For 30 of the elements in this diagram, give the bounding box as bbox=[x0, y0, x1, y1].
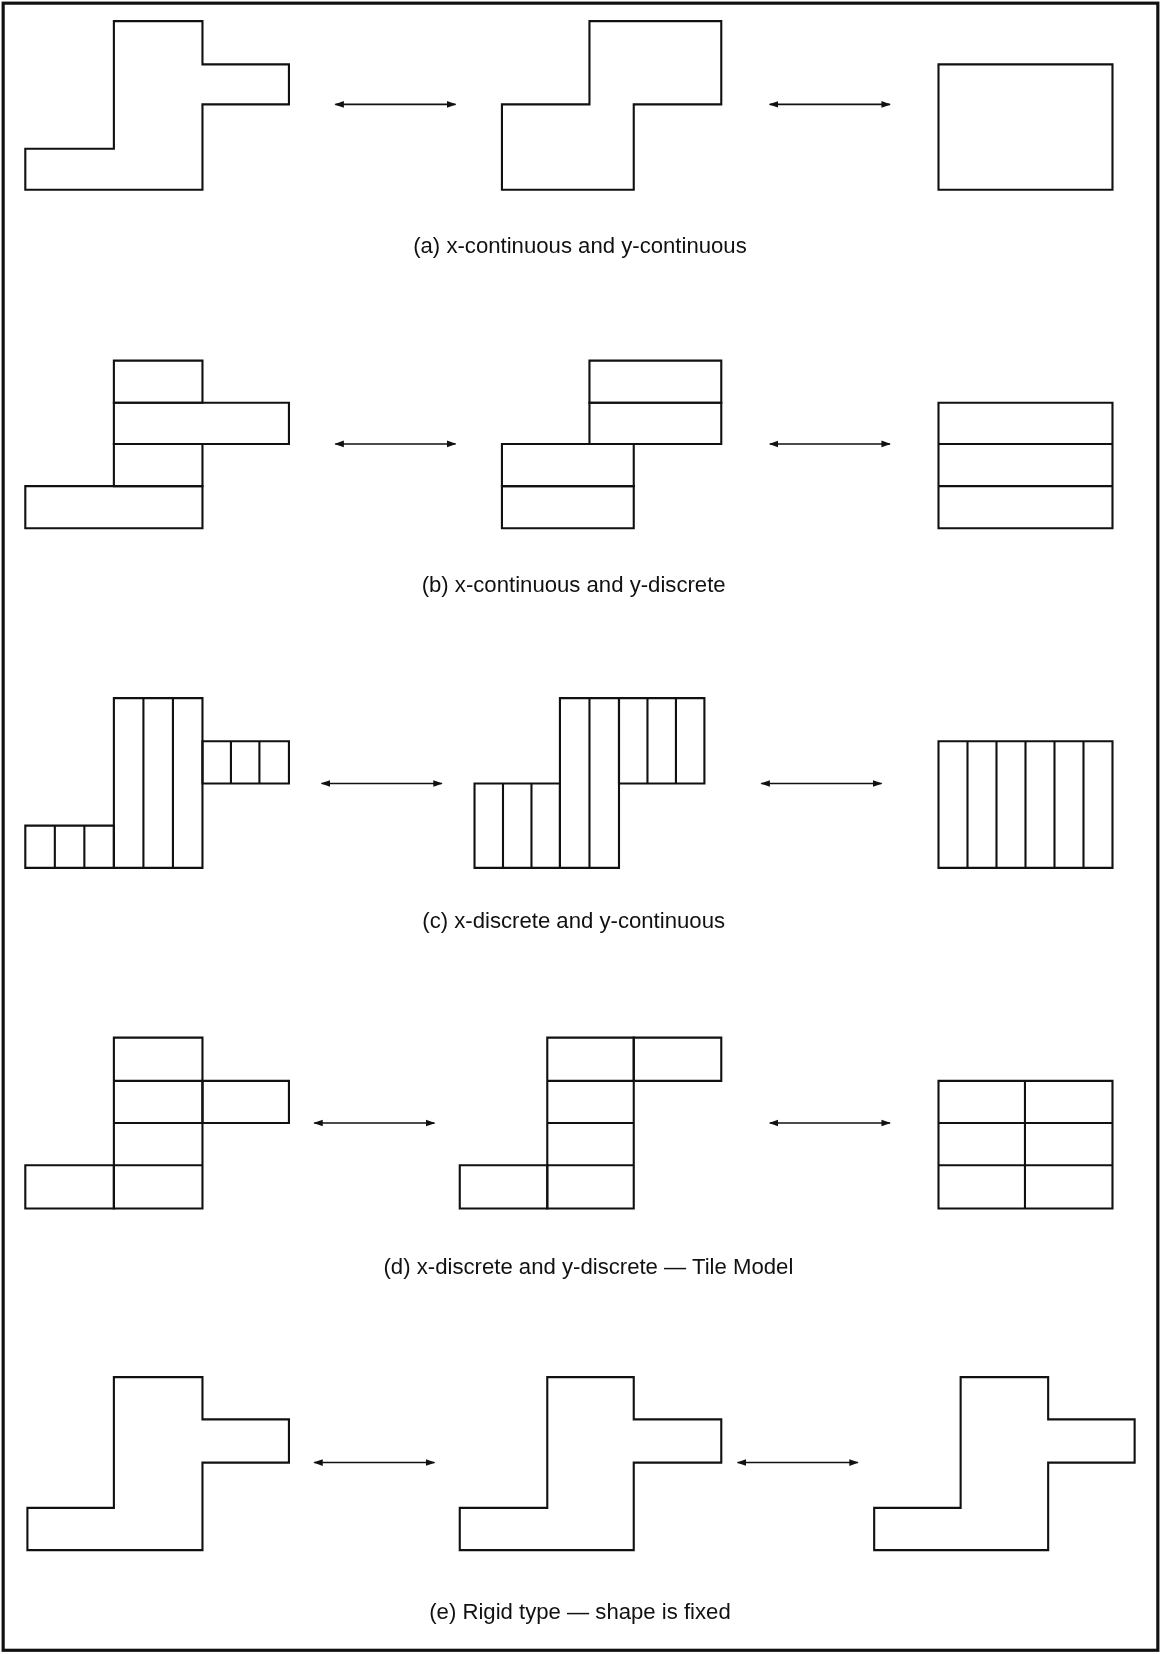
caption: (b) x-continuous and y-discrete bbox=[421, 571, 726, 597]
stepped-shape bbox=[458, 1376, 723, 1552]
double-arrow bbox=[313, 1119, 436, 1127]
rectangle-shape bbox=[937, 1079, 1114, 1210]
rectangle-shape bbox=[937, 63, 1114, 191]
stepped-shape bbox=[458, 1036, 723, 1210]
rectangle-shape bbox=[937, 740, 1114, 869]
stepped-shape bbox=[26, 1376, 290, 1552]
double-arrow bbox=[334, 101, 457, 108]
stepped-shape bbox=[873, 1376, 1136, 1552]
double-arrow bbox=[320, 780, 443, 787]
double-arrow bbox=[768, 1119, 891, 1127]
stepped-shape bbox=[500, 20, 723, 191]
stepped-shape bbox=[24, 1036, 290, 1210]
double-arrow bbox=[760, 780, 883, 787]
caption: (c) x-discrete and y-continuous bbox=[422, 907, 726, 934]
double-arrow bbox=[313, 1459, 436, 1466]
double-arrow bbox=[334, 440, 457, 448]
double-arrow bbox=[768, 101, 891, 108]
stepped-shape bbox=[500, 359, 723, 530]
stepped-shape bbox=[473, 697, 706, 869]
rectangle-shape bbox=[937, 401, 1114, 530]
caption: (e) Rigid type — shape is fixed bbox=[429, 1598, 731, 1624]
caption: (d) x-discrete and y-discrete — Tile Model bbox=[383, 1253, 794, 1280]
stepped-shape bbox=[24, 697, 290, 869]
stepped-shape bbox=[24, 20, 290, 191]
stepped-shape bbox=[24, 359, 290, 530]
caption: (a) x-continuous and y-continuous bbox=[413, 233, 747, 259]
double-arrow bbox=[736, 1459, 859, 1466]
double-arrow bbox=[768, 440, 891, 448]
